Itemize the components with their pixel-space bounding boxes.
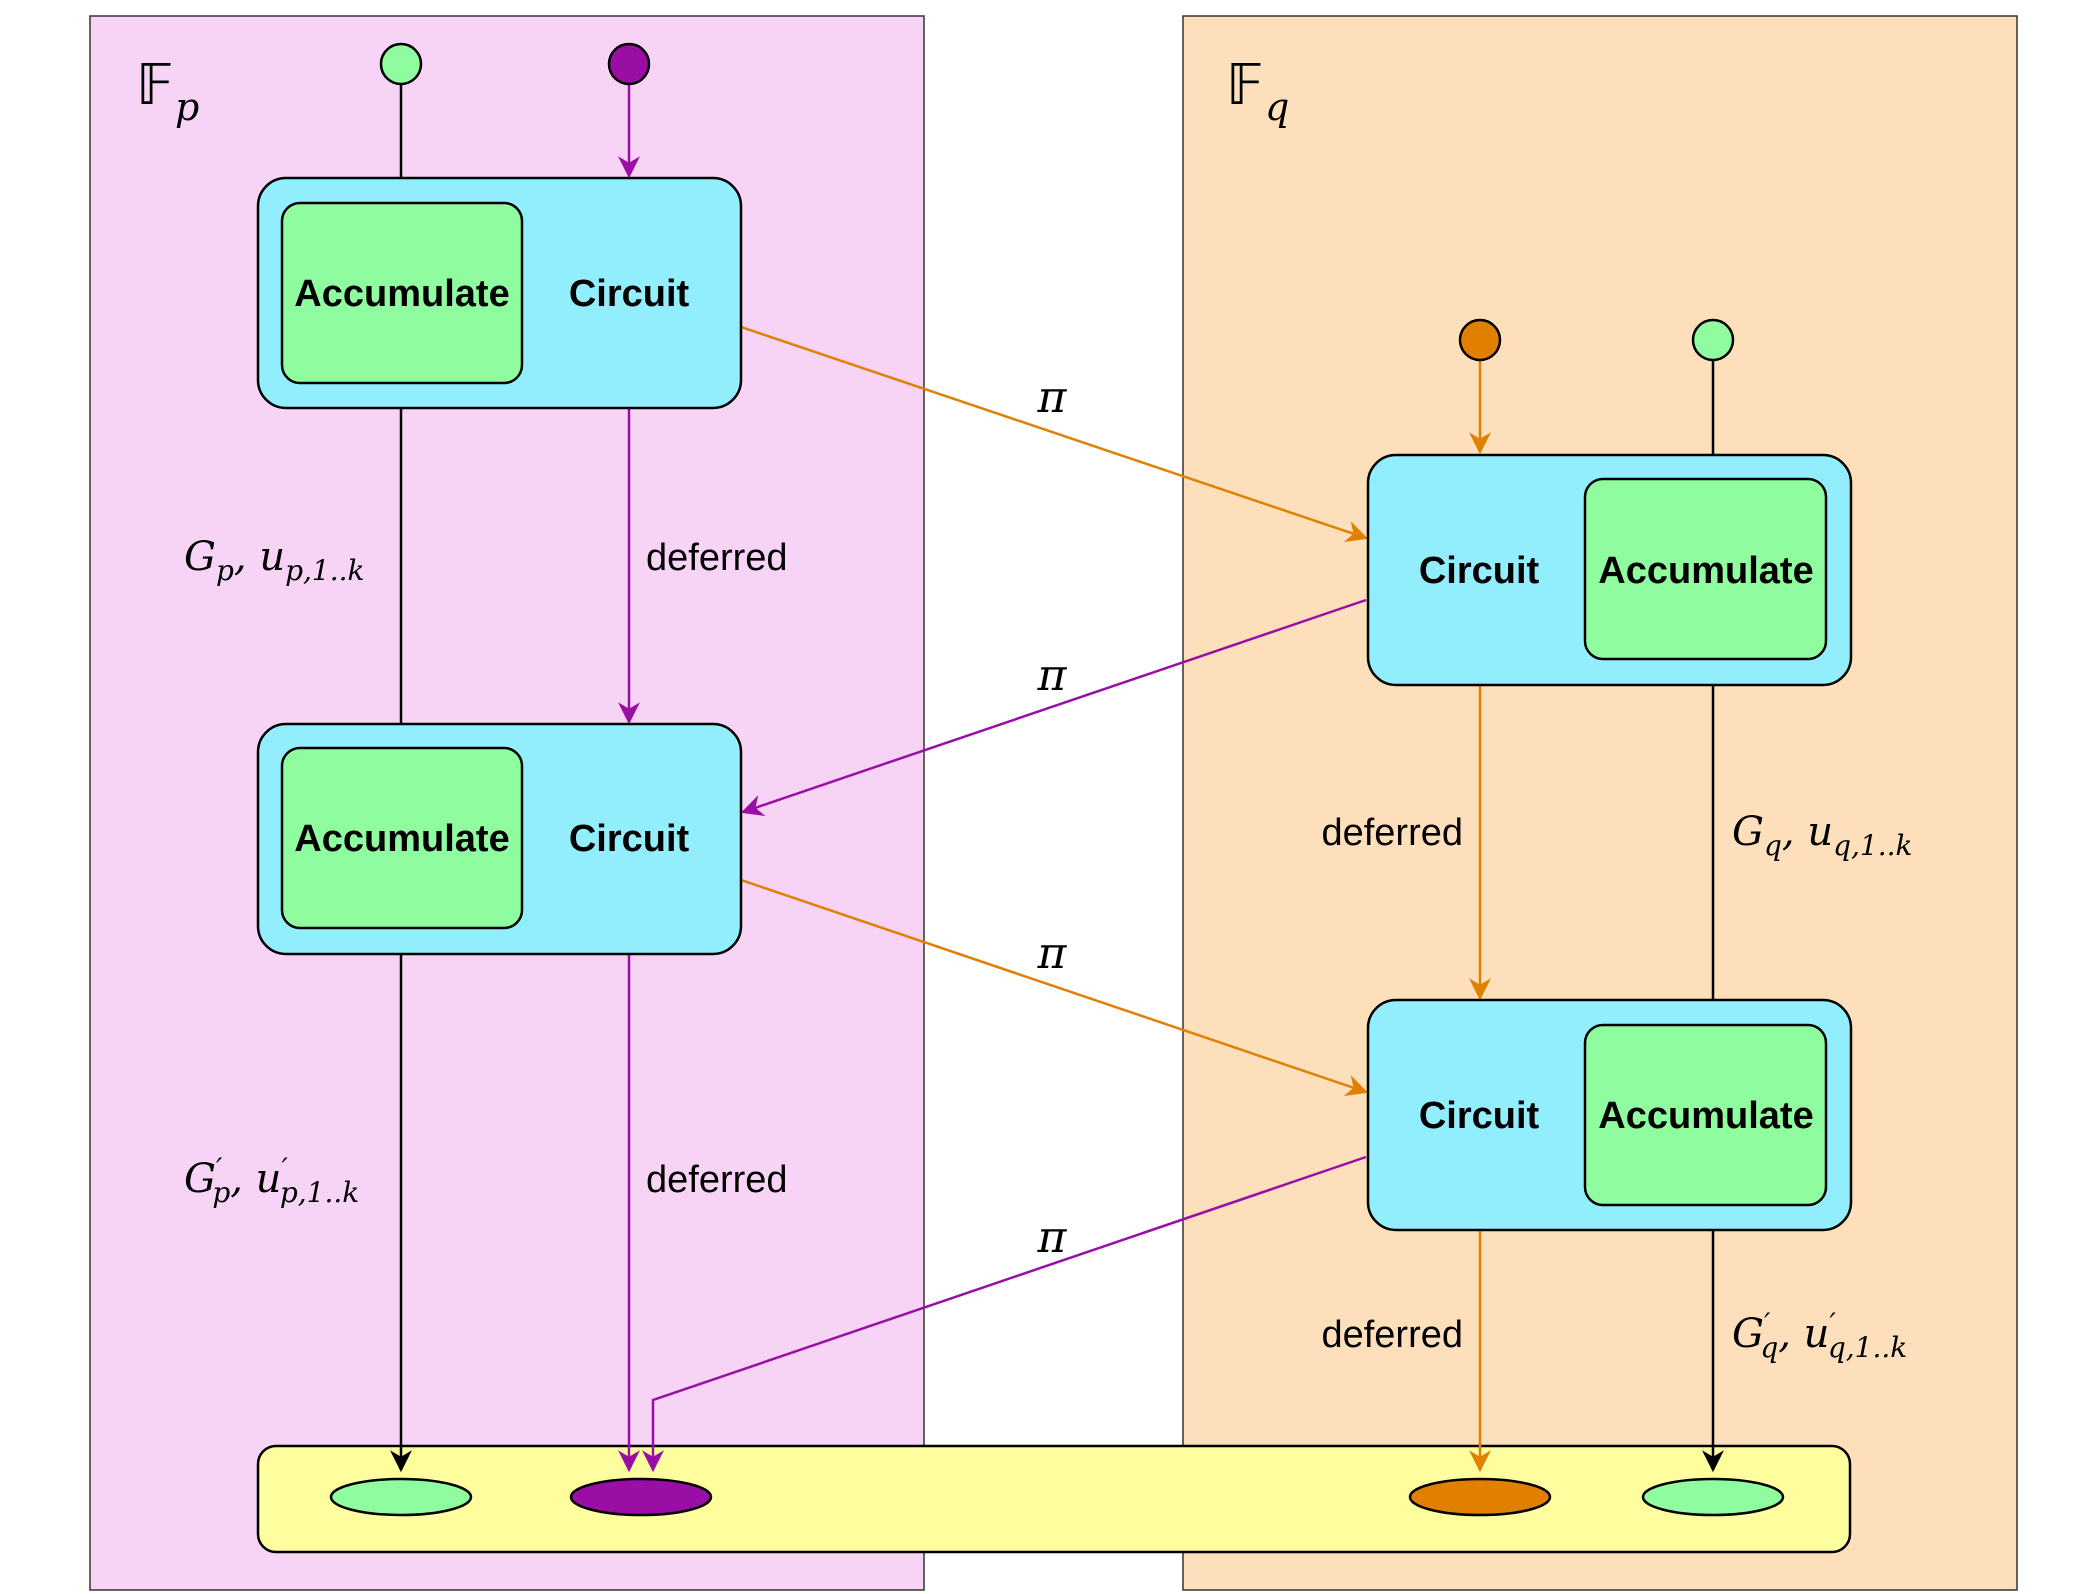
- circuit-label: Circuit: [569, 273, 690, 315]
- acc-label-p2: G′p, u′p,1..k: [184, 1152, 359, 1209]
- acc-label-p1: Gp, up,1..k: [184, 534, 365, 587]
- accumulate-box: [280, 201, 524, 385]
- field-q-label: 𝔽 q: [1226, 53, 1289, 129]
- proof-label-4: π: [1037, 1212, 1068, 1263]
- edge-proof-q1-p2: [740, 598, 1367, 817]
- accumulate-label: Accumulate: [294, 273, 509, 315]
- output-token-green-left: [329, 1477, 473, 1517]
- input-token-left-purple: [607, 42, 651, 86]
- acc-label-q1: Gq, uq,1..k: [1732, 809, 1913, 862]
- step-q-1: Circuit Accumulate: [1366, 453, 1853, 687]
- acc-label-q2: G′q, u′q,1..k: [1732, 1307, 1907, 1364]
- deferred-label-p1: deferred: [646, 537, 788, 579]
- circuit-label: Circuit: [569, 818, 690, 860]
- edge-proof-q2-out: [642, 1155, 1367, 1473]
- edge-proof-p2-q2: [740, 878, 1369, 1097]
- edge-proof-p1-q1: [740, 325, 1369, 543]
- svg-text:𝔽: 𝔽: [1226, 53, 1264, 118]
- input-token-right-orange: [1458, 318, 1502, 362]
- proof-label-3: π: [1037, 928, 1068, 979]
- step-p-2: Accumulate Circuit: [256, 722, 743, 956]
- input-token-right-green: [1691, 318, 1735, 362]
- field-q-panel: [1182, 15, 2018, 1591]
- deferred-label-q1: deferred: [1321, 812, 1463, 854]
- field-p-label: 𝔽 p: [136, 53, 199, 129]
- proof-label-1: π: [1037, 372, 1068, 423]
- deferred-label-p2: deferred: [646, 1159, 788, 1201]
- circuit-label: Circuit: [1419, 1095, 1540, 1137]
- deferred-label-q2: deferred: [1321, 1314, 1463, 1356]
- output-bar: [256, 1444, 1852, 1554]
- accumulate-label: Accumulate: [294, 818, 509, 860]
- proof-label-2: π: [1037, 650, 1068, 701]
- accumulate-label: Accumulate: [1598, 1095, 1813, 1137]
- accumulate-box: [280, 746, 524, 930]
- accumulate-box: [1583, 1023, 1828, 1207]
- svg-text:q: q: [1265, 85, 1289, 129]
- svg-text:𝔽: 𝔽: [136, 53, 174, 118]
- output-token-purple: [569, 1477, 713, 1517]
- output-token-green-right: [1641, 1477, 1785, 1517]
- accumulate-box: [1583, 477, 1828, 661]
- svg-text:p: p: [175, 85, 199, 129]
- step-q-2: Circuit Accumulate: [1366, 998, 1853, 1232]
- output-token-orange: [1408, 1477, 1552, 1517]
- input-token-left-green: [379, 42, 423, 86]
- accumulate-label: Accumulate: [1598, 550, 1813, 592]
- step-p-1: Accumulate Circuit: [256, 176, 743, 410]
- circuit-label: Circuit: [1419, 550, 1540, 592]
